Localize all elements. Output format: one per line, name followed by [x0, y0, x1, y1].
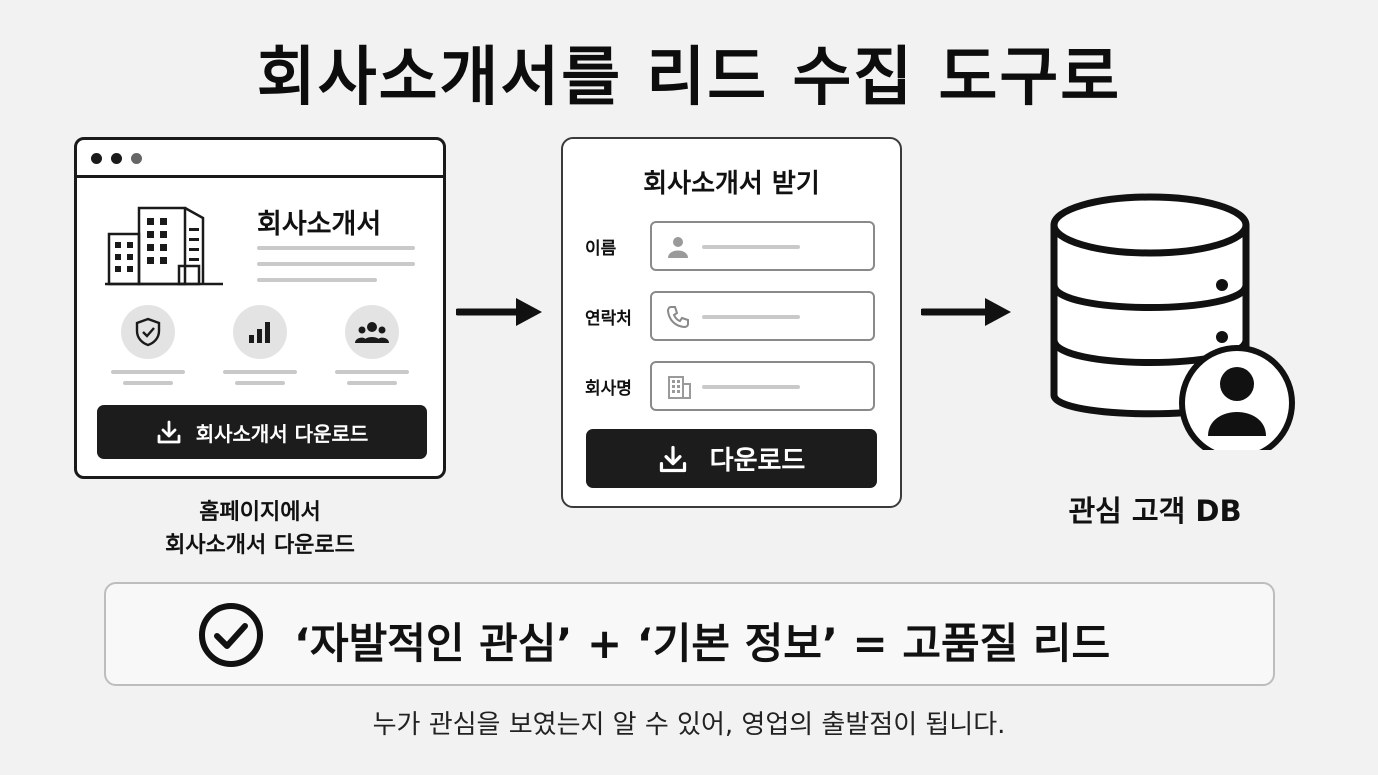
customer-avatar-icon [1179, 345, 1295, 450]
text-placeholder-line [223, 370, 297, 374]
homepage-caption-line2: 회사소개서 다운로드 [165, 533, 355, 558]
window-dot-icon [111, 153, 122, 164]
text-placeholder-line [123, 381, 173, 385]
input-placeholder-line [702, 245, 800, 249]
customer-database-icon [1050, 193, 1295, 450]
arrow-right-icon [921, 298, 1011, 326]
input-placeholder-line [702, 385, 800, 389]
form-download-button[interactable]: 다운로드 [586, 429, 877, 488]
footer-note: 누가 관심을 보였는지 알 수 있어, 영업의 출발점이 됩니다. [372, 710, 1006, 740]
download-icon [659, 445, 686, 472]
field-label-name: 이름 [585, 239, 617, 259]
form-title: 회사소개서 받기 [643, 169, 820, 199]
page-title: 회사소개서를 리드 수집 도구로 [256, 41, 1122, 115]
homepage-caption-line1: 홈페이지에서 [199, 500, 321, 525]
text-placeholder-line [347, 381, 397, 385]
database-caption: 관심 고객 DB [1068, 494, 1242, 528]
bar-chart-icon [233, 305, 287, 359]
phone-icon [666, 306, 689, 329]
company-input[interactable] [650, 361, 875, 411]
text-placeholder-line [257, 278, 377, 282]
homepage-caption: 홈페이지에서 회사소개서 다운로드 [100, 496, 420, 562]
homepage-browser-mockup: 회사소개서 [74, 137, 446, 479]
download-intro-button[interactable]: 회사소개서 다운로드 [97, 405, 427, 459]
name-input[interactable] [650, 221, 875, 271]
person-icon [668, 237, 688, 258]
window-dot-icon [91, 153, 102, 164]
check-circle-icon [199, 603, 263, 667]
browser-title-bar [77, 140, 443, 178]
lead-formula: ‘자발적인 관심’ + ‘기본 정보’ = 고품질 리드 [294, 619, 1111, 668]
office-building-icon [105, 206, 223, 286]
field-label-company: 회사명 [585, 379, 632, 399]
building-icon [668, 376, 691, 399]
form-download-label: 다운로드 [709, 446, 806, 476]
download-icon [157, 420, 181, 444]
company-intro-heading: 회사소개서 [257, 209, 382, 240]
arrow-right-icon [456, 298, 542, 326]
lead-capture-form: 회사소개서 받기 이름 연락처 회사명 [561, 137, 902, 508]
shield-check-icon [121, 305, 175, 359]
phone-input[interactable] [650, 291, 875, 341]
text-placeholder-line [335, 370, 409, 374]
users-icon [345, 305, 399, 359]
input-placeholder-line [702, 315, 800, 319]
field-label-phone: 연락처 [585, 309, 632, 329]
download-intro-label: 회사소개서 다운로드 [195, 421, 369, 446]
window-dot-icon [131, 153, 142, 164]
text-placeholder-line [235, 381, 285, 385]
text-placeholder-line [257, 262, 415, 266]
text-placeholder-line [111, 370, 185, 374]
formula-banner: ‘자발적인 관심’ + ‘기본 정보’ = 고품질 리드 [104, 582, 1275, 686]
text-placeholder-line [257, 246, 415, 250]
